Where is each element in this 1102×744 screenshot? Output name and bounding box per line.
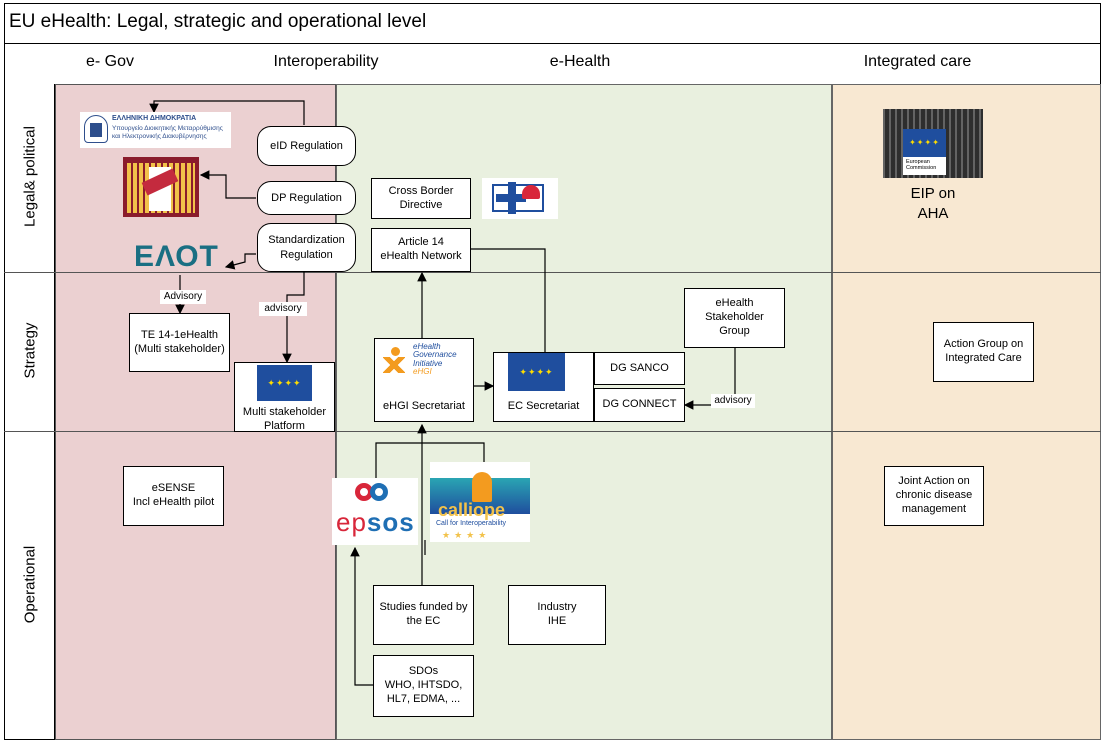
advisory-label-elot: Advisory [160,290,206,304]
column-header-egov: e- Gov [85,53,134,70]
column-header-band [4,44,1101,84]
edge-eid-ministry [149,100,305,125]
eu-flag-icon: ✦✦✦✦ [257,365,312,401]
ec-logo-text: European Commission [903,157,946,175]
row-divider-legal-strategy [4,272,1101,273]
eid-regulation-node: eID Regulation [257,126,356,166]
european-commission-logo: ✦✦✦✦ European Commission [883,109,983,178]
column-header-interoperability: Interoperability [273,53,379,70]
cross-border-directive-node: Cross Border Directive [371,178,471,219]
ehgi-secretariat-node: eHealth Governance Initiative eHGI eHGI … [374,338,474,422]
greek-ministry-title: ΕΛΛΗΝΙΚΗ ΔΗΜΟΚΡΑΤΙΑ [112,115,197,122]
row-divider-strategy-operational [4,431,1101,432]
greek-ministry-subtitle: Υπουργείο Διοικητικής Μεταρρύθμισης και … [112,125,223,140]
greek-ministry-logo: ΕΛΛΗΝΙΚΗ ΔΗΜΟΚΡΑΤΙΑ Υπουργείο Διοικητική… [80,112,231,148]
edge-bracket [375,442,485,480]
calliope-text: calliope [438,500,506,520]
edge-dp-logo [199,170,256,199]
edge-ec-art14 [460,244,546,352]
action-group-node: Action Group on Integrated Care [933,322,1034,382]
esense-node: eSENSE Incl eHealth pilot [123,466,224,526]
dg-sanco-node: DG SANCO [594,352,685,385]
eip-aha-label: EIP on AHA [910,185,956,223]
edge-sdo-epsos [350,546,373,686]
studies-node: Studies funded by the EC [373,585,474,645]
greek-crest-icon [84,115,108,143]
calliope-subtext: Call for Interoperability [436,520,507,527]
industry-node: Industry IHE [508,585,606,645]
epsos-text-sos: sos [366,507,415,537]
elot-logo: ΕΛΟΤ [134,240,219,273]
sdos-node: SDOs WHO, IHTSDO, HL7, EDMA, ... [373,655,474,717]
ehgi-logo-line1: eHealth [413,342,441,351]
ehgi-logo-line2: Governance [413,350,457,360]
column-header-ehealth: e-Health [549,53,611,70]
standardization-regulation-node: Standardization Regulation [257,223,356,272]
diagram-title: EU eHealth: Legal, strategic and operati… [4,3,1101,44]
ec-secretariat-label: EC Secretariat [507,400,580,412]
eu-flag-icon: ✦✦✦✦ [508,353,565,391]
ehealth-stakeholder-group-node: eHealth Stakeholder Group [684,288,785,348]
dp-regulation-node: DP Regulation [257,181,356,215]
article14-node: Article 14 eHealth Network [371,228,471,272]
ec-secretariat-node: ✦✦✦✦ EC Secretariat [493,352,594,422]
ehgi-logo-line3: Initiative [413,358,443,368]
calliope-stars-icon: ★★★★ [442,530,491,540]
ehgi-secretariat-label: eHGI Secretariat [383,400,465,412]
heart-icon [522,185,540,199]
ehgi-logo-line4: eHGI [413,367,432,377]
advisory-label-std: advisory [259,302,307,316]
eu-flag-icon: ✦✦✦✦ [903,129,946,157]
epsos-text-ep: ep [336,507,367,537]
ehealth-network-logo [482,178,558,219]
row-header-column [4,84,55,740]
multi-stakeholder-platform-node: ✦✦✦✦ Multi stakeholder Platform [234,362,335,432]
integrated-care-zone [832,84,1101,740]
edge-std-elot [224,253,256,270]
dg-connect-node: DG CONNECT [594,388,685,422]
te14-node: TE 14-1eHealth (Multi stakeholder) [129,313,230,372]
data-protection-logo [123,157,199,217]
ehgi-figure-icon [383,347,407,377]
column-header-integrated-care: Integrated care [863,53,972,70]
multi-stakeholder-platform-label: Multi stakeholder Platform [242,406,327,433]
epsos-logo: epsos [332,478,418,545]
advisory-label-stakeholder: advisory [711,394,755,408]
joint-action-node: Joint Action on chronic disease manageme… [884,466,984,526]
calliope-figure-icon [472,472,492,502]
edge-std-msp [282,272,305,364]
calliope-logo: calliope Call for Interoperability ★★★★ [430,462,530,542]
